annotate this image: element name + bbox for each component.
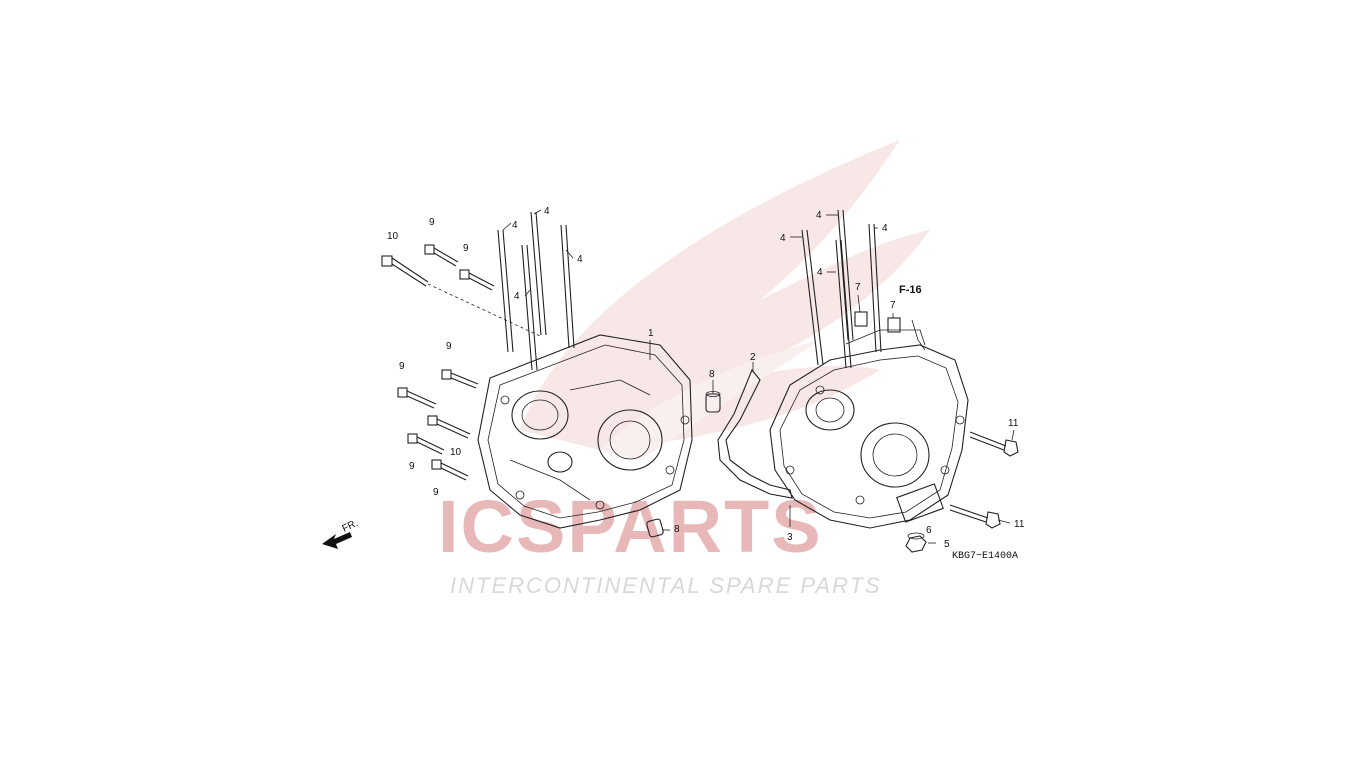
callout-4-a: 4 (512, 220, 518, 231)
callout-4-d: 4 (514, 291, 520, 302)
bolt-9-e (407, 433, 445, 455)
callout-1: 1 (648, 328, 654, 339)
bolt-9-c (441, 369, 479, 389)
callout-4-e: 4 (816, 210, 822, 221)
bolt-9-f (431, 459, 469, 481)
callout-4-f: 4 (780, 233, 786, 244)
drawing-code: KBG7−E1400A (952, 551, 1018, 562)
callout-7-a: 7 (855, 282, 861, 293)
left-bolts (381, 244, 541, 481)
watermark-tagline: INTERCONTINENTAL SPARE PARTS (450, 573, 882, 598)
left-crankcase (477, 334, 693, 529)
callout-6: 6 (926, 525, 932, 536)
bolt-9-b (459, 269, 495, 291)
callout-9-b: 9 (463, 243, 469, 254)
watermark-wing-logo (520, 140, 930, 460)
oil-jets (854, 311, 926, 351)
callout-8-b: 8 (674, 524, 680, 535)
reference-label: F-16 (899, 284, 922, 296)
callout-5: 5 (944, 539, 950, 550)
callout-9-e: 9 (409, 461, 415, 472)
callout-4-b: 4 (544, 206, 550, 217)
front-direction-indicator: FR. (322, 518, 360, 549)
callout-11-b: 11 (1014, 519, 1025, 530)
callouts: 1 2 3 4 4 4 4 4 4 4 4 5 6 7 7 8 8 9 9 9 … (387, 206, 1025, 550)
callout-10-a: 10 (387, 231, 399, 242)
callout-9-c: 9 (446, 341, 452, 352)
callout-10-b: 10 (450, 447, 462, 458)
callout-8-a: 8 (709, 369, 715, 380)
gasket (717, 368, 793, 499)
callout-2: 2 (750, 352, 756, 363)
left-studs (497, 211, 575, 371)
front-arrow-icon (322, 532, 352, 549)
leader-lines (502, 209, 1015, 544)
callout-4-h: 4 (882, 223, 888, 234)
drain-bolt (905, 532, 927, 553)
bolt-10-top (381, 255, 541, 337)
callout-9-d: 9 (399, 361, 405, 372)
callout-11-a: 11 (1008, 418, 1019, 429)
bolt-10-lower (427, 415, 471, 439)
callout-4-c: 4 (577, 254, 583, 265)
watermark-logo-text: ICSPARTS (438, 485, 823, 568)
callout-9-f: 9 (433, 487, 439, 498)
bolt-9-a (424, 244, 459, 267)
callout-4-g: 4 (817, 267, 823, 278)
callout-7-b: 7 (890, 300, 896, 311)
front-direction-label: FR. (341, 518, 360, 535)
right-crankcase (769, 329, 969, 529)
bolt-9-d (397, 387, 437, 409)
right-studs (801, 209, 882, 369)
callout-9-a: 9 (429, 217, 435, 228)
callout-3: 3 (787, 532, 793, 543)
right-bolts (949, 431, 1019, 529)
